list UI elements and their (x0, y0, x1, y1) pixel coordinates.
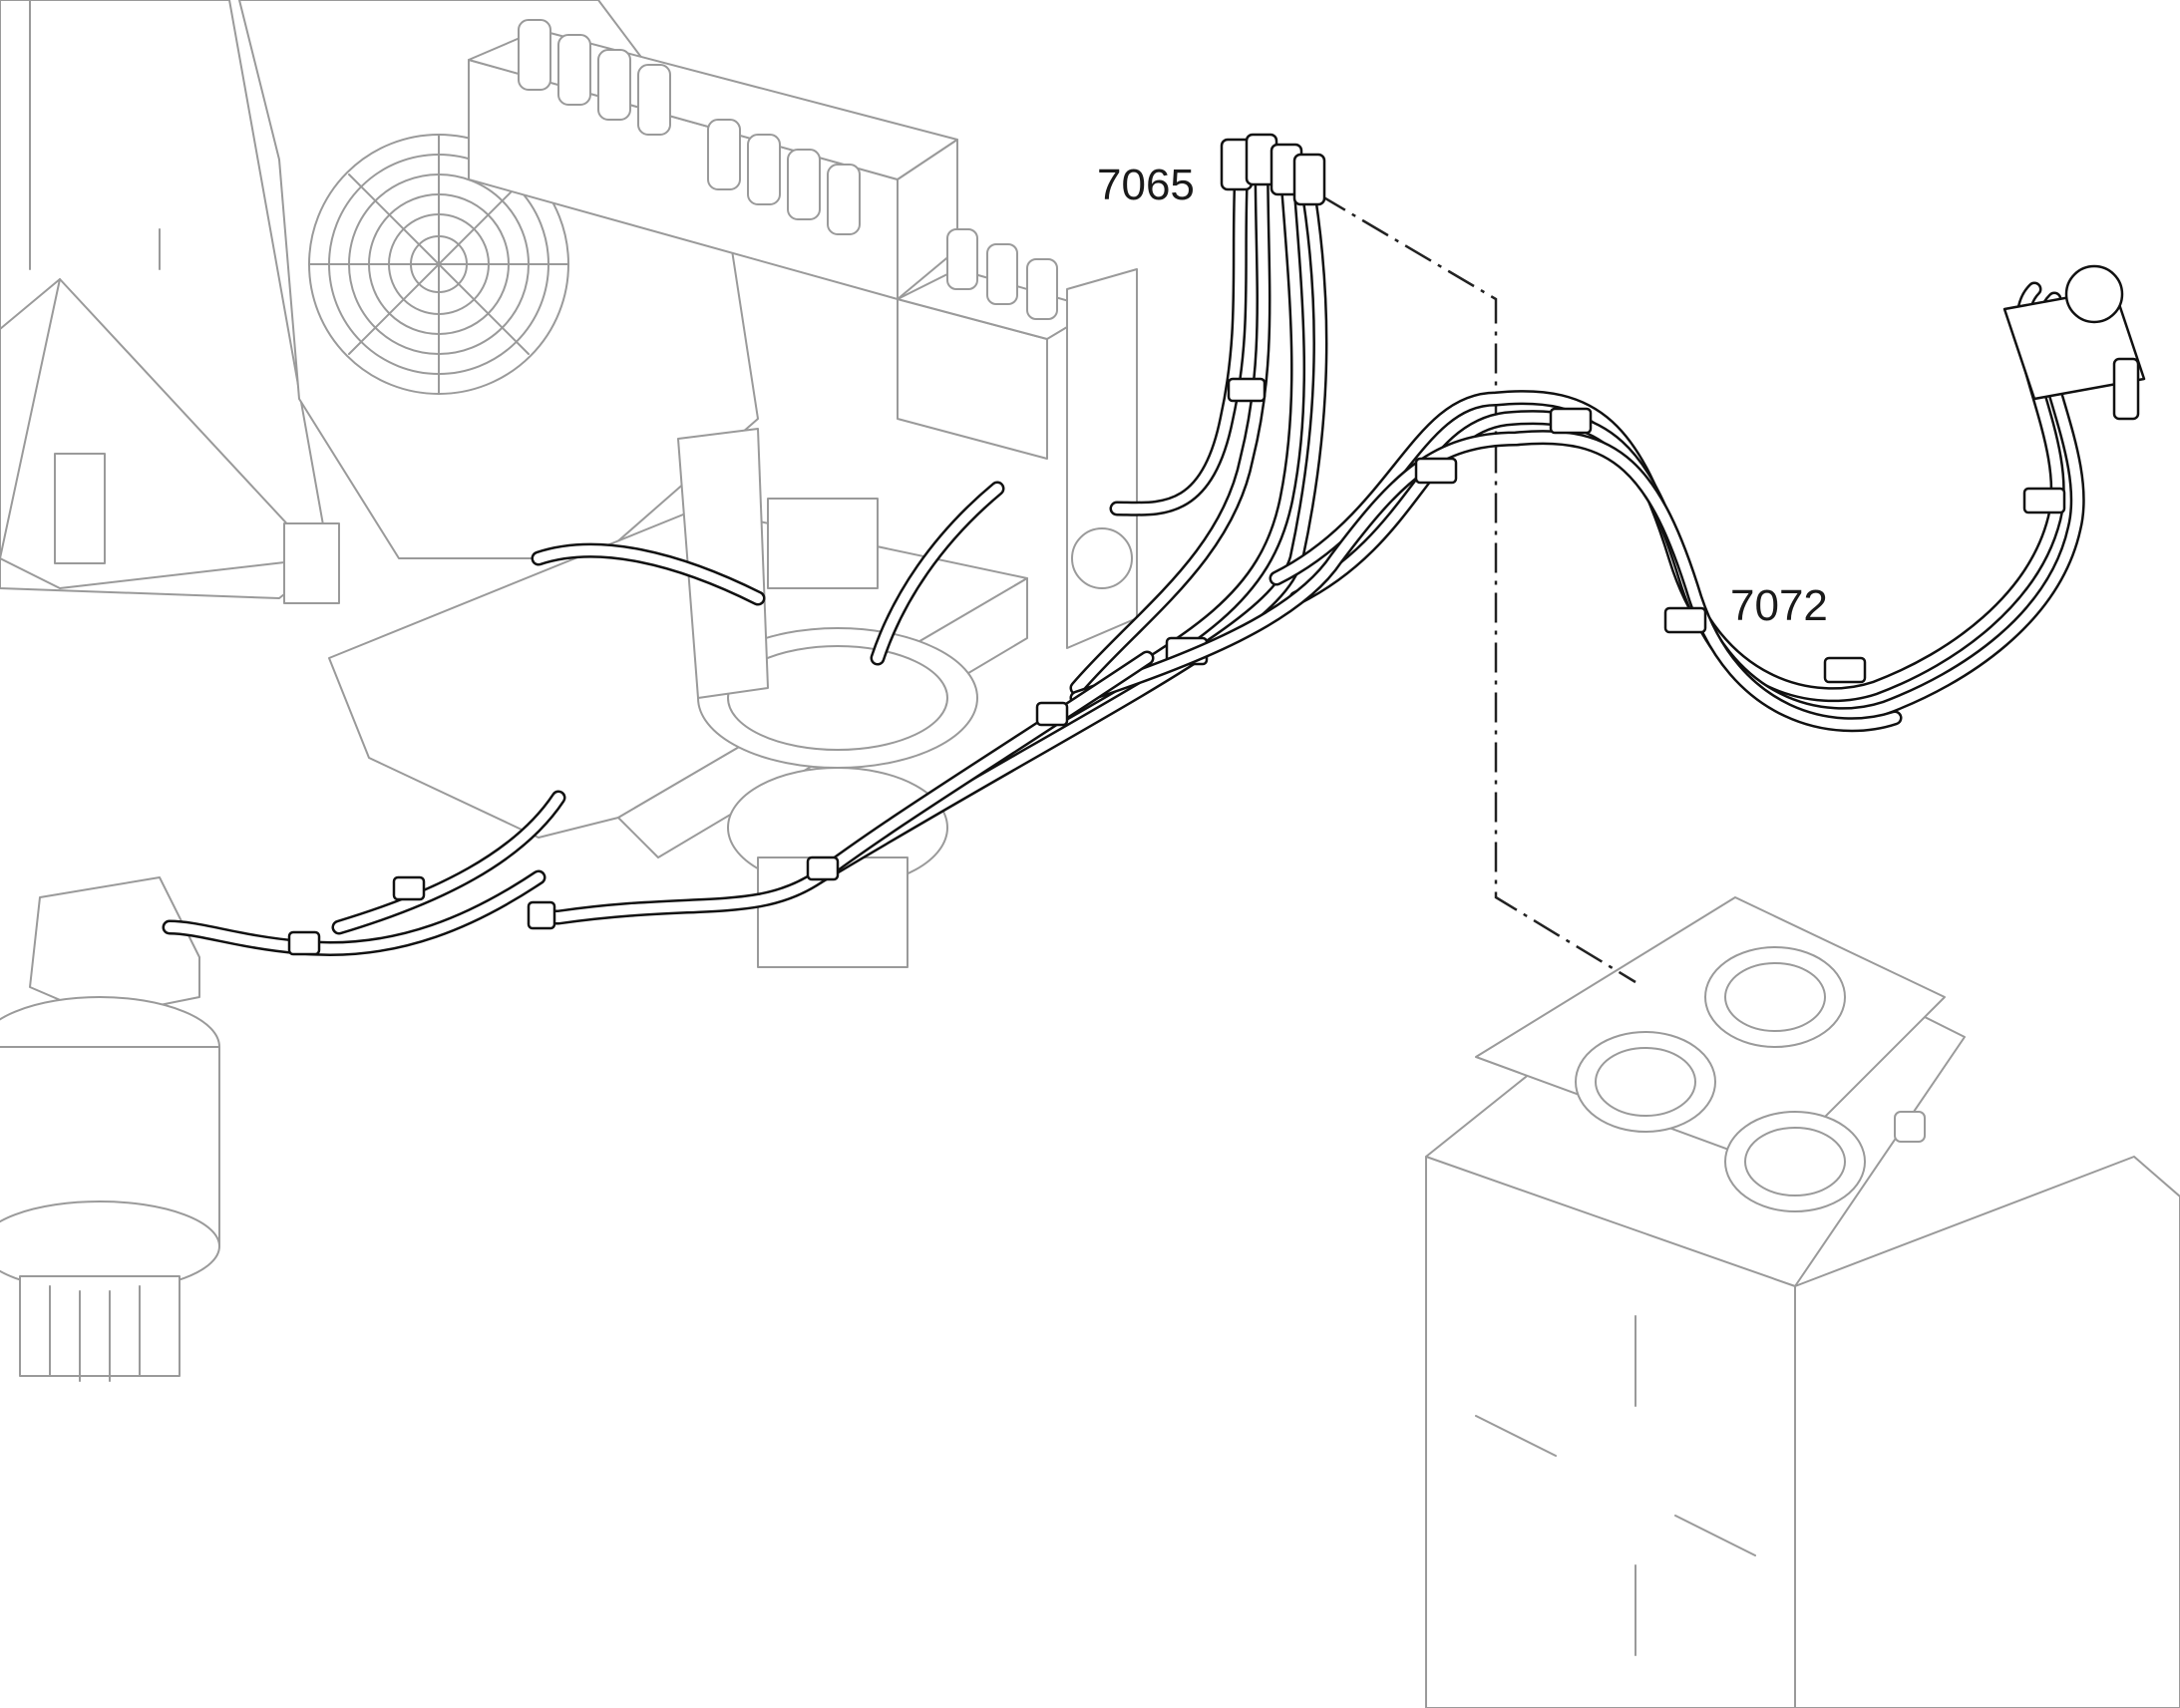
pilot-hose-lines (162, 481, 1155, 957)
callout-label-7065: 7065 (1097, 161, 1195, 209)
hose-assembly-7072 (1069, 264, 2146, 733)
hose-assembly-7065 (810, 133, 1328, 885)
undercarriage-frame (328, 428, 1028, 968)
control-valve-block (468, 19, 1138, 649)
callout-label-7072: 7072 (1730, 581, 1828, 630)
hydraulic-tank (1425, 896, 2180, 1708)
travel-drive-motor (0, 876, 220, 1382)
cooler-fan-housing (0, 0, 759, 604)
leader-line-7065-to-tank (1275, 168, 1636, 984)
